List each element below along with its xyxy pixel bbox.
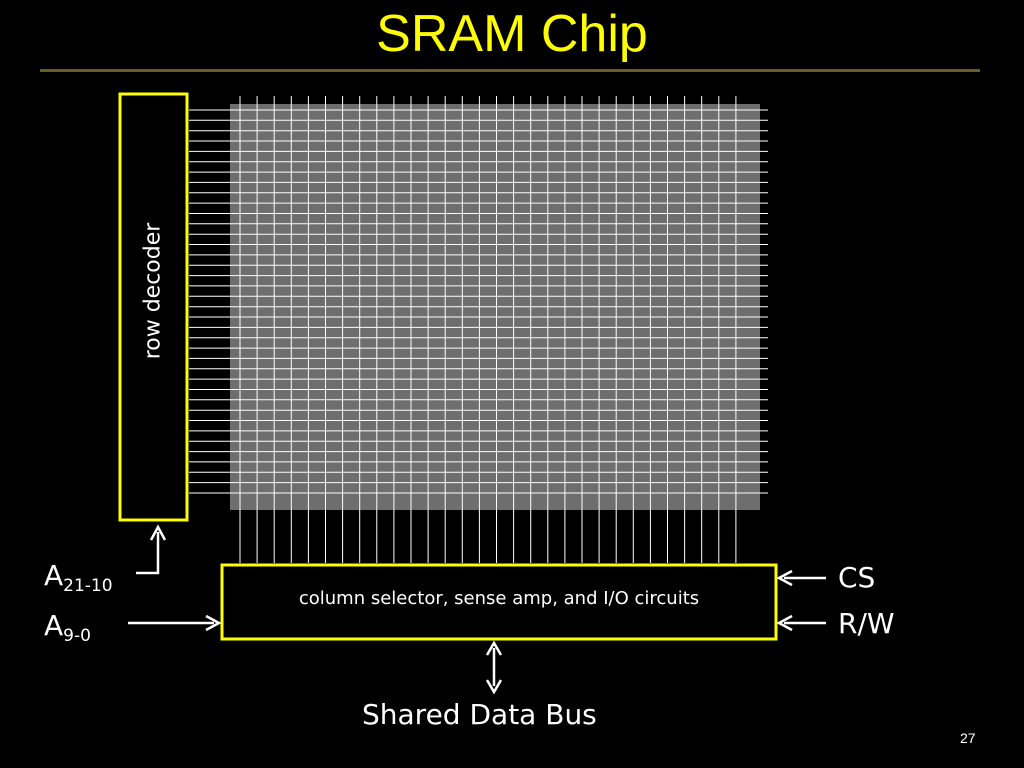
column-address-arrowhead	[205, 614, 222, 632]
row-address-arrow	[136, 532, 160, 575]
column-selector-label: column selector, sense amp, and I/O circ…	[298, 588, 700, 609]
column-selector-box	[220, 563, 778, 641]
chip-select-label: CS	[838, 561, 876, 594]
rw-arrowhead	[776, 614, 793, 632]
title-divider	[40, 69, 980, 72]
page-number: 27	[960, 730, 976, 746]
read-write-label: R/W	[838, 607, 895, 640]
row-address-arrowhead	[149, 524, 167, 541]
slide-title: SRAM Chip	[376, 5, 648, 63]
cs-arrowhead	[776, 569, 793, 587]
word-lines	[189, 109, 768, 494]
column-address-label: A9-0	[44, 609, 91, 647]
row-decoder-label: row decoder	[140, 222, 166, 360]
data-bus-arrowhead-up	[485, 640, 503, 656]
shared-data-bus-label: Shared Data Bus	[362, 698, 597, 731]
bit-lines	[239, 96, 737, 563]
data-bus-arrowhead-down	[485, 679, 503, 695]
row-decoder-box	[118, 92, 189, 522]
row-address-label: A21-10	[44, 559, 113, 597]
